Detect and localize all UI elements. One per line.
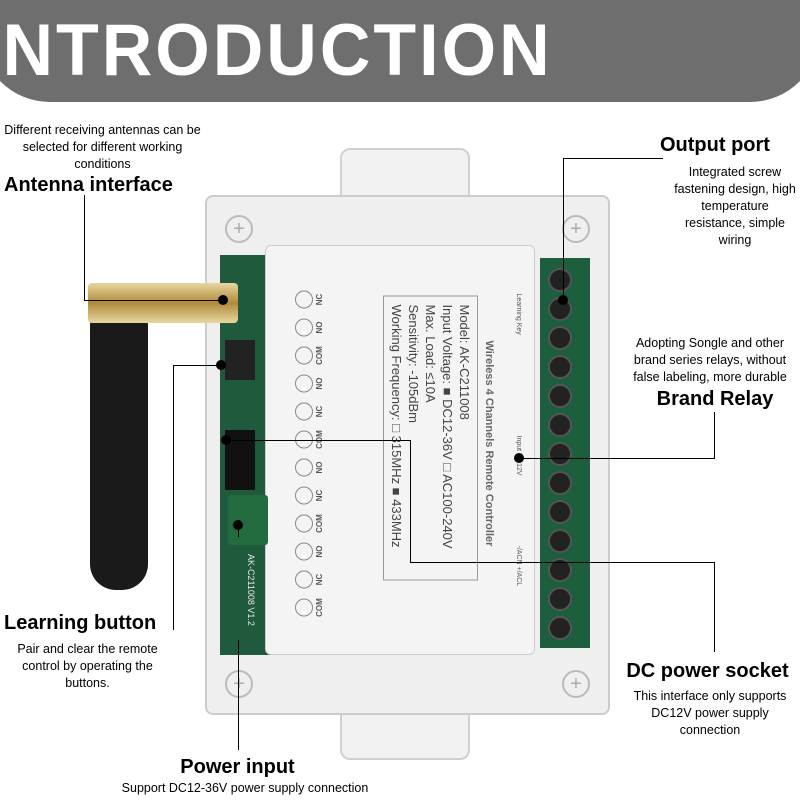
device-cover (265, 245, 535, 655)
terminal: NO (295, 537, 324, 565)
sensitivity: Sensitivity: -105dBm (406, 304, 421, 423)
pcb-model: AK-C211008 V1.2 (246, 554, 256, 626)
header-banner: PRODUCT INTRODUCTION (0, 0, 800, 102)
screw-hole-icon: + (225, 215, 253, 243)
relay-title: Brand Relay (656, 388, 774, 410)
terminal: NC (295, 481, 324, 509)
acn-acl-label: -/ACN +/ACL (515, 545, 522, 586)
antenna-connector (88, 283, 238, 323)
dc-title: DC power socket (626, 660, 789, 682)
page-title: PRODUCT INTRODUCTION (0, 0, 553, 91)
output-title: Output port (660, 134, 770, 156)
terminal: NC (295, 565, 324, 593)
label-title: Wireless 4 Channels Remote Controller (483, 340, 495, 546)
power-title: Power input (180, 756, 295, 778)
power-desc: Support DC12-36V power supply connection (121, 781, 369, 795)
input-voltage: Input Voltage: ■ DC12-36V □ AC100-240V (440, 304, 455, 549)
terminal: NC (295, 397, 324, 425)
screw-hole-icon: + (225, 670, 253, 698)
screw-hole-icon: + (562, 215, 590, 243)
learning-button[interactable] (225, 340, 255, 380)
terminal: NO (295, 453, 324, 481)
terminal: COM (295, 593, 324, 621)
terminal: COM (295, 425, 324, 453)
max-load: Max. Load: ≤10A (423, 304, 438, 403)
terminal: NO (295, 369, 324, 397)
learning-title: Learning button (4, 612, 157, 634)
working-frequency: Working Frequency: □ 315MHz ■ 433MHz (389, 304, 404, 548)
dc-desc: This interface only supports DC12V power… (633, 689, 787, 737)
terminal: NO (295, 313, 324, 341)
device-label: COM NC NO COM NC NO COM NC NO COM NO NC … (290, 285, 522, 630)
terminal: COM (295, 509, 324, 537)
relay-desc: Adopting Songle and other brand series r… (633, 336, 787, 384)
learning-desc: Pair and clear the remote control by ope… (17, 642, 158, 690)
output-desc: Integrated screw fastening design, high … (674, 165, 796, 247)
terminal: COM (295, 341, 324, 369)
spec-box: Model: AK-C211008 Input Voltage: ■ DC12-… (383, 295, 478, 580)
terminal: NC (295, 285, 324, 313)
antenna-desc: Different receiving antennas can be sele… (4, 123, 201, 171)
model: Model: AK-C211008 (457, 304, 472, 420)
antenna-title: Antenna interface (4, 174, 173, 196)
screw-hole-icon: + (562, 670, 590, 698)
antenna (90, 300, 148, 590)
learning-key-label: Learning Key (515, 293, 522, 335)
